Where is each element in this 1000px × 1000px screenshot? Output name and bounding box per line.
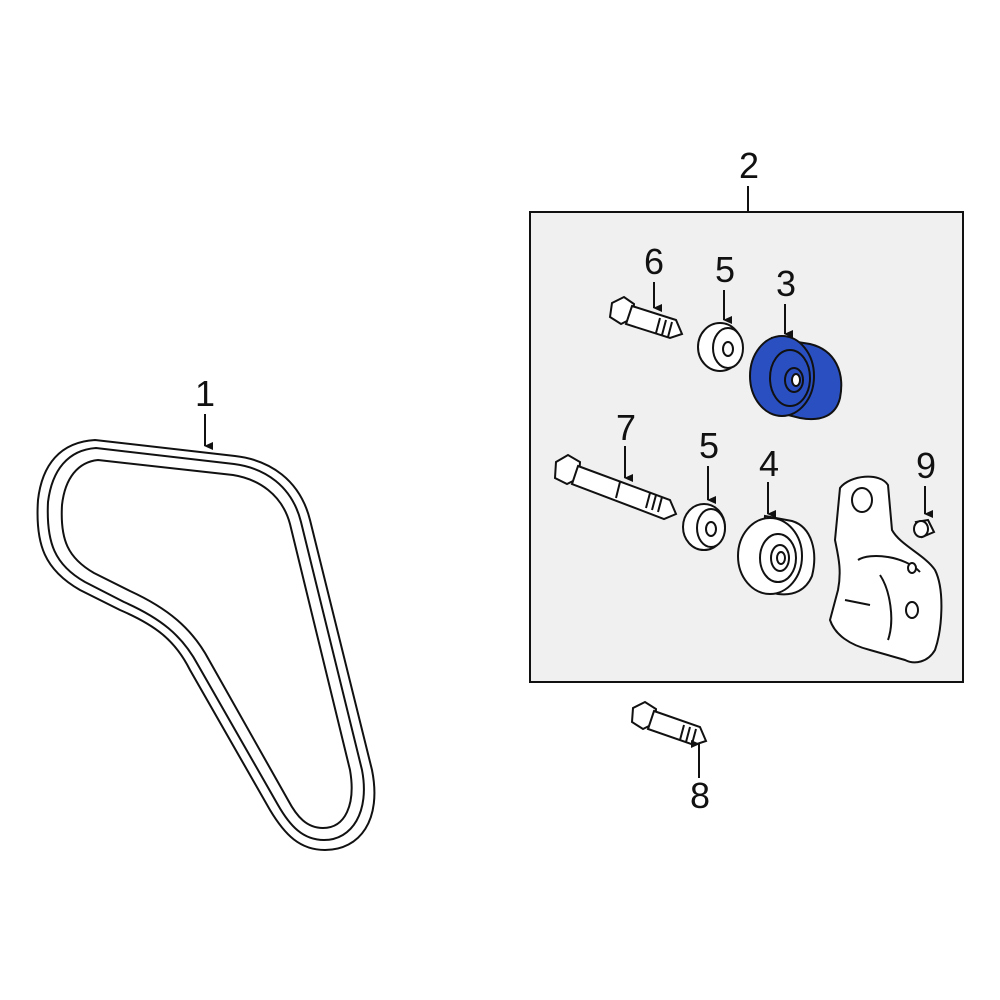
callout-3: 3	[775, 263, 797, 304]
bushing	[913, 518, 936, 539]
callout-5b: 5	[698, 425, 720, 466]
serpentine-belt	[36, 439, 376, 851]
pulley-cover-lower	[682, 503, 726, 551]
callout-7: 7	[615, 407, 637, 448]
callout-6: 6	[643, 241, 665, 282]
tensioner-pulley	[737, 514, 816, 596]
pulley-cover-upper	[697, 322, 744, 372]
mounting-bolt	[630, 700, 708, 747]
long-bolt	[553, 453, 678, 521]
short-bolt	[608, 295, 684, 340]
callout-2: 2	[738, 145, 760, 186]
idler-pulley	[749, 335, 843, 420]
tensioner-bracket	[829, 475, 943, 664]
callout-1: 1	[194, 373, 216, 414]
callout-8: 8	[689, 775, 711, 816]
callout-9: 9	[915, 445, 937, 486]
callout-5a: 5	[714, 249, 736, 290]
callout-4: 4	[758, 443, 780, 484]
